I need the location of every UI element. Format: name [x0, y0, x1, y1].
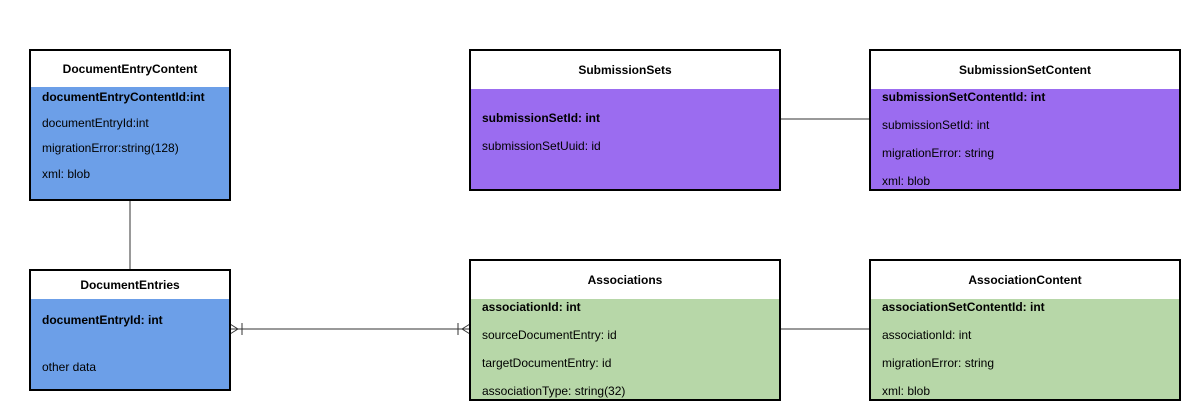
entity-title: Associations	[469, 259, 781, 301]
entity-body: documentEntryContentId:int documentEntry…	[29, 87, 231, 201]
field-primary-key: submissionSetId: int	[482, 111, 601, 125]
entity-body: documentEntryId: int other data	[29, 299, 231, 391]
field: xml: blob	[882, 174, 931, 188]
entity-documententries[interactable]: DocumentEntries documentEntryId: int oth…	[29, 269, 231, 391]
field: targetDocumentEntry: id	[482, 356, 612, 370]
entity-associationcontent[interactable]: AssociationContent associationSetContent…	[869, 259, 1181, 401]
field-primary-key: associationSetContentId: int	[882, 300, 1045, 314]
entity-title: SubmissionSets	[469, 49, 781, 91]
field-primary-key: submissionSetContentId: int	[882, 90, 1046, 104]
entity-body: associationSetContentId: int association…	[869, 299, 1181, 401]
field: migrationError: string	[882, 146, 995, 160]
entity-associations[interactable]: Associations associationId: int sourceDo…	[469, 259, 781, 401]
field: submissionSetUuid: id	[482, 139, 601, 153]
entity-body: submissionSetId: int submissionSetUuid: …	[469, 89, 781, 191]
entity-title: DocumentEntryContent	[29, 49, 231, 89]
field: submissionSetId: int	[882, 118, 990, 132]
field-primary-key: documentEntryContentId:int	[42, 90, 205, 104]
field: other data	[42, 360, 97, 374]
field: associationType: string(32)	[482, 384, 626, 398]
field: sourceDocumentEntry: id	[482, 328, 617, 342]
entity-submissionsetcontent[interactable]: SubmissionSetContent submissionSetConten…	[869, 49, 1181, 191]
field: xml: blob	[882, 384, 931, 398]
crowfoot-many-right	[457, 323, 471, 335]
field: xml: blob	[42, 167, 91, 181]
field: documentEntryId:int	[42, 116, 149, 130]
entity-documententrycontent[interactable]: DocumentEntryContent documentEntryConten…	[29, 49, 231, 201]
entity-body: submissionSetContentId: int submissionSe…	[869, 89, 1181, 191]
entity-title: SubmissionSetContent	[869, 49, 1181, 91]
field-primary-key: associationId: int	[482, 300, 581, 314]
entity-body: associationId: int sourceDocumentEntry: …	[469, 299, 781, 401]
entity-title: DocumentEntries	[29, 269, 231, 301]
entity-submissionsets[interactable]: SubmissionSets submissionSetId: int subm…	[469, 49, 781, 191]
field: migrationError:string(128)	[42, 141, 179, 155]
field: migrationError: string	[882, 356, 995, 370]
field-primary-key: documentEntryId: int	[42, 313, 163, 327]
entity-title: AssociationContent	[869, 259, 1181, 301]
field: associationId: int	[882, 328, 972, 342]
crowfoot-many-left	[229, 323, 243, 335]
